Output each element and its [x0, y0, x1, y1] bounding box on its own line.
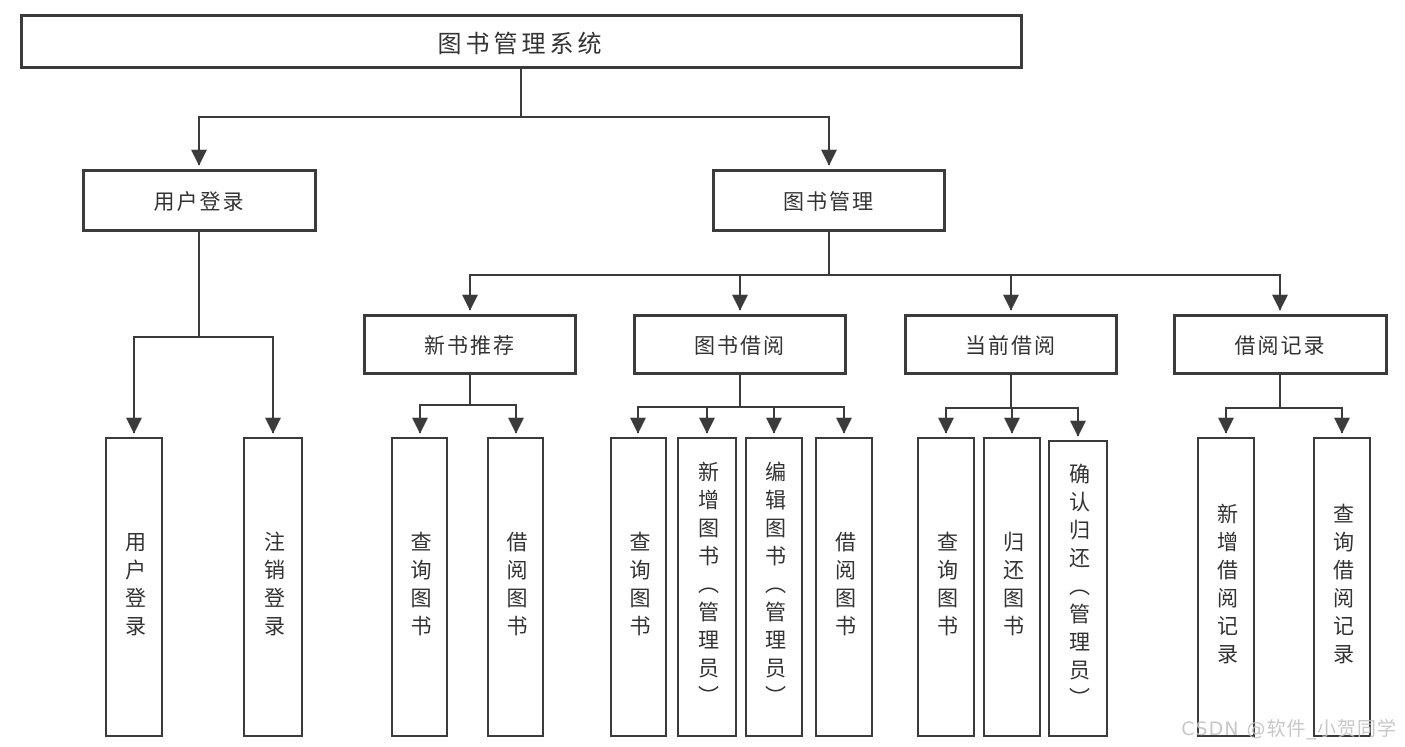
- leaf-log-query-record-label: 查询借阅记录: [1330, 503, 1355, 671]
- node-book-management-label: 图书管理: [783, 189, 875, 214]
- leaf-bor-query-books: 查询图书: [610, 437, 667, 737]
- node-borrow-records-label: 借阅记录: [1234, 333, 1327, 358]
- leaf-bor-edit-books: 编辑图书（管理员）: [745, 437, 803, 737]
- leaf-rec-borrow-books: 借阅图书: [487, 437, 544, 737]
- leaf-user-login-label: 用户登录: [122, 531, 147, 643]
- node-new-book-recommend: 新书推荐: [363, 314, 577, 375]
- leaf-bor-borrow-books: 借阅图书: [815, 437, 873, 737]
- leaf-cur-return-books-label: 归还图书: [1000, 531, 1025, 643]
- leaf-bor-add-books-label: 新增图书（管理员）: [695, 461, 720, 713]
- leaf-cur-confirm-return: 确认归还（管理员）: [1048, 440, 1108, 737]
- node-root: 图书管理系统: [20, 14, 1023, 69]
- node-root-label: 图书管理系统: [437, 30, 606, 58]
- leaf-logout-label: 注销登录: [261, 531, 286, 643]
- watermark: CSDN @软件_小贺同学: [1181, 718, 1397, 740]
- leaf-cur-query-books-label: 查询图书: [934, 531, 959, 643]
- leaf-rec-query-books: 查询图书: [391, 437, 448, 737]
- leaf-bor-query-books-label: 查询图书: [627, 531, 651, 643]
- node-current-borrow-label: 当前借阅: [965, 333, 1057, 358]
- node-current-borrow: 当前借阅: [904, 314, 1118, 375]
- leaf-bor-edit-books-label: 编辑图书（管理员）: [762, 461, 787, 713]
- leaf-log-add-record-label: 新增借阅记录: [1214, 503, 1239, 671]
- leaf-log-add-record: 新增借阅记录: [1197, 437, 1255, 737]
- leaf-cur-return-books: 归还图书: [983, 437, 1041, 737]
- leaf-user-login: 用户登录: [105, 437, 163, 737]
- leaf-cur-query-books: 查询图书: [917, 437, 975, 737]
- node-user-login: 用户登录: [82, 169, 317, 232]
- leaf-logout: 注销登录: [243, 437, 303, 737]
- leaf-rec-borrow-books-label: 借阅图书: [504, 531, 528, 643]
- leaf-rec-query-books-label: 查询图书: [408, 531, 432, 643]
- leaf-bor-borrow-books-label: 借阅图书: [832, 531, 857, 643]
- leaf-cur-confirm-return-label: 确认归还（管理员）: [1066, 462, 1091, 715]
- node-book-borrow: 图书借阅: [633, 314, 847, 375]
- leaf-bor-add-books: 新增图书（管理员）: [677, 437, 737, 737]
- leaf-log-query-record: 查询借阅记录: [1313, 437, 1371, 737]
- node-borrow-records: 借阅记录: [1173, 314, 1388, 375]
- node-book-management: 图书管理: [712, 169, 946, 232]
- node-new-book-recommend-label: 新书推荐: [424, 333, 516, 358]
- node-user-login-label: 用户登录: [153, 189, 246, 214]
- node-book-borrow-label: 图书借阅: [694, 333, 786, 358]
